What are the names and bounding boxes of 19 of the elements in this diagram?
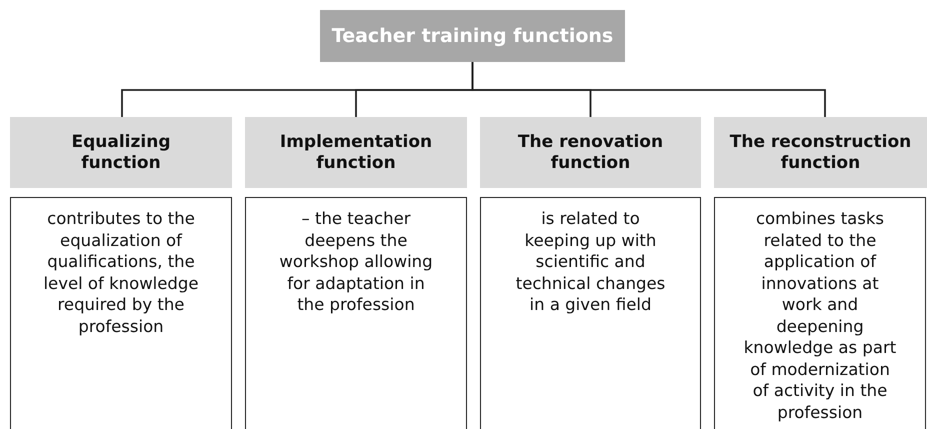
- description-text: is related to keeping up with scientific and technical changes in a given field: [514, 208, 666, 316]
- description-text: combines tasks related to the application of innovations at work and deepening knowledge as part of modernization of activity in the profession: [742, 208, 898, 423]
- description-text: – the teacher deepens the workshop allowing for adaptation in the profession: [278, 208, 434, 316]
- header-box: [480, 117, 701, 188]
- header-box: [10, 117, 232, 188]
- heading-text: The renovation function: [516, 132, 664, 174]
- heading-text: Implementation function: [278, 132, 434, 174]
- heading-text: Teacher training functions: [332, 25, 614, 47]
- heading-text: Equalizing function: [70, 132, 172, 174]
- description-text: contributes to the equalization of qualifications, the level of knowledge required by the profession: [42, 208, 200, 337]
- connector-line: [472, 62, 826, 117]
- description-box: [245, 197, 467, 429]
- description-box: [714, 197, 926, 429]
- title-box: [320, 10, 625, 62]
- header-box: [714, 117, 927, 188]
- header-box: [245, 117, 467, 188]
- heading-text: The reconstruction function: [728, 132, 912, 174]
- description-box: [480, 197, 701, 429]
- description-box: [10, 197, 232, 429]
